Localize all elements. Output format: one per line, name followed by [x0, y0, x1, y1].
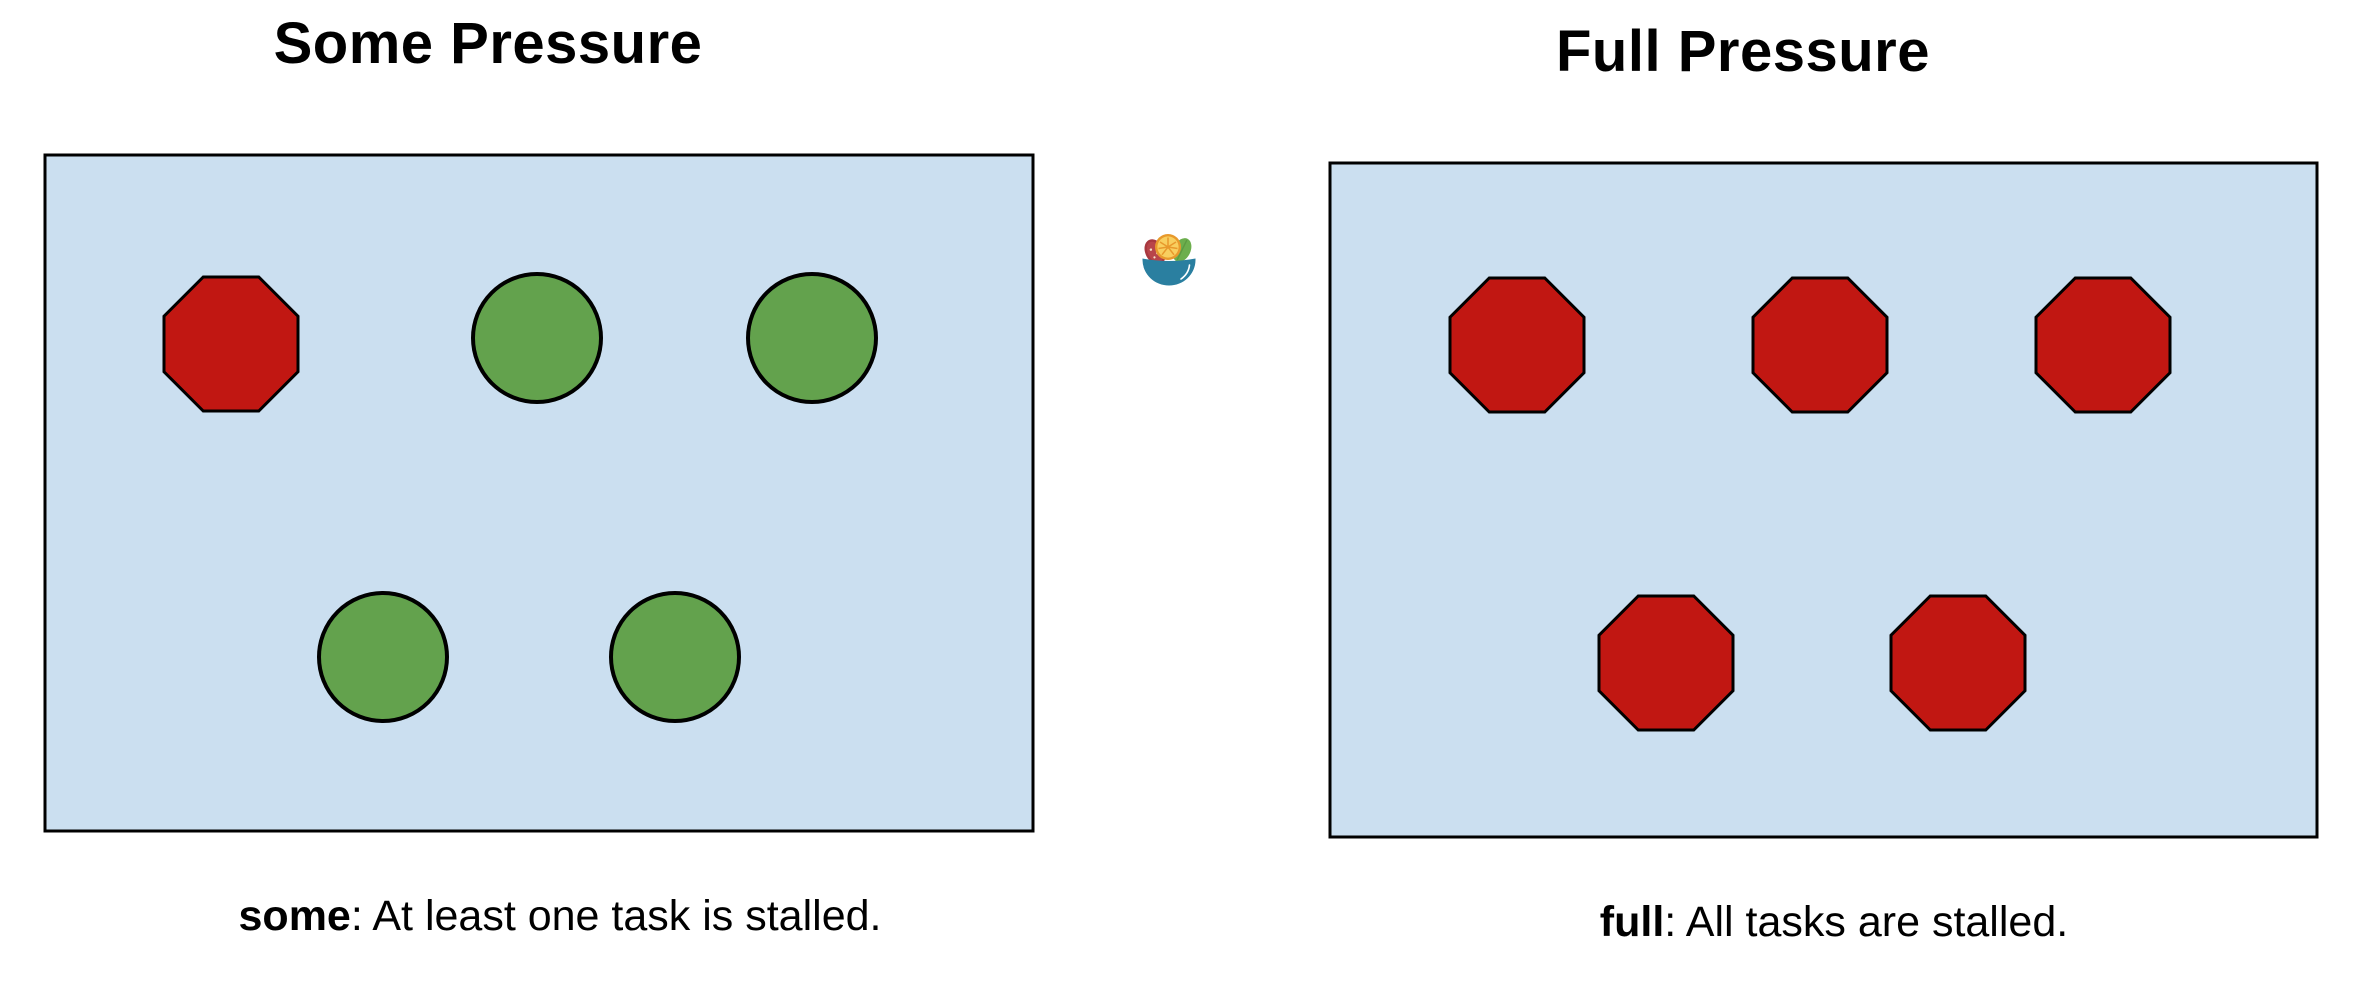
full-pressure-caption: full: All tasks are stalled. — [1434, 898, 2234, 947]
full-caption-term: full — [1599, 898, 1665, 946]
fruit-bowl-icon — [1142, 234, 1196, 286]
running-task-circle — [746, 272, 878, 404]
stalled-task-octagon — [162, 275, 300, 413]
some-pressure-caption: some: At least one task is stalled. — [160, 892, 960, 941]
running-task-circle — [471, 272, 603, 404]
stalled-task-octagon — [1597, 594, 1735, 732]
running-task-circle — [317, 591, 449, 723]
stalled-task-octagon — [1448, 276, 1586, 414]
some-caption-term: some — [238, 892, 351, 940]
some-pressure-box — [43, 153, 1035, 833]
some-pressure-title: Some Pressure — [273, 11, 703, 76]
stalled-task-octagon — [1889, 594, 2027, 732]
full-caption-text: : All tasks are stalled. — [1664, 898, 2069, 946]
full-pressure-box — [1328, 161, 2319, 839]
stalled-task-octagon — [2034, 276, 2172, 414]
some-caption-text: : At least one task is stalled. — [350, 892, 882, 940]
full-pressure-title: Full Pressure — [1556, 19, 1930, 84]
running-task-circle — [609, 591, 741, 723]
stalled-task-octagon — [1751, 276, 1889, 414]
